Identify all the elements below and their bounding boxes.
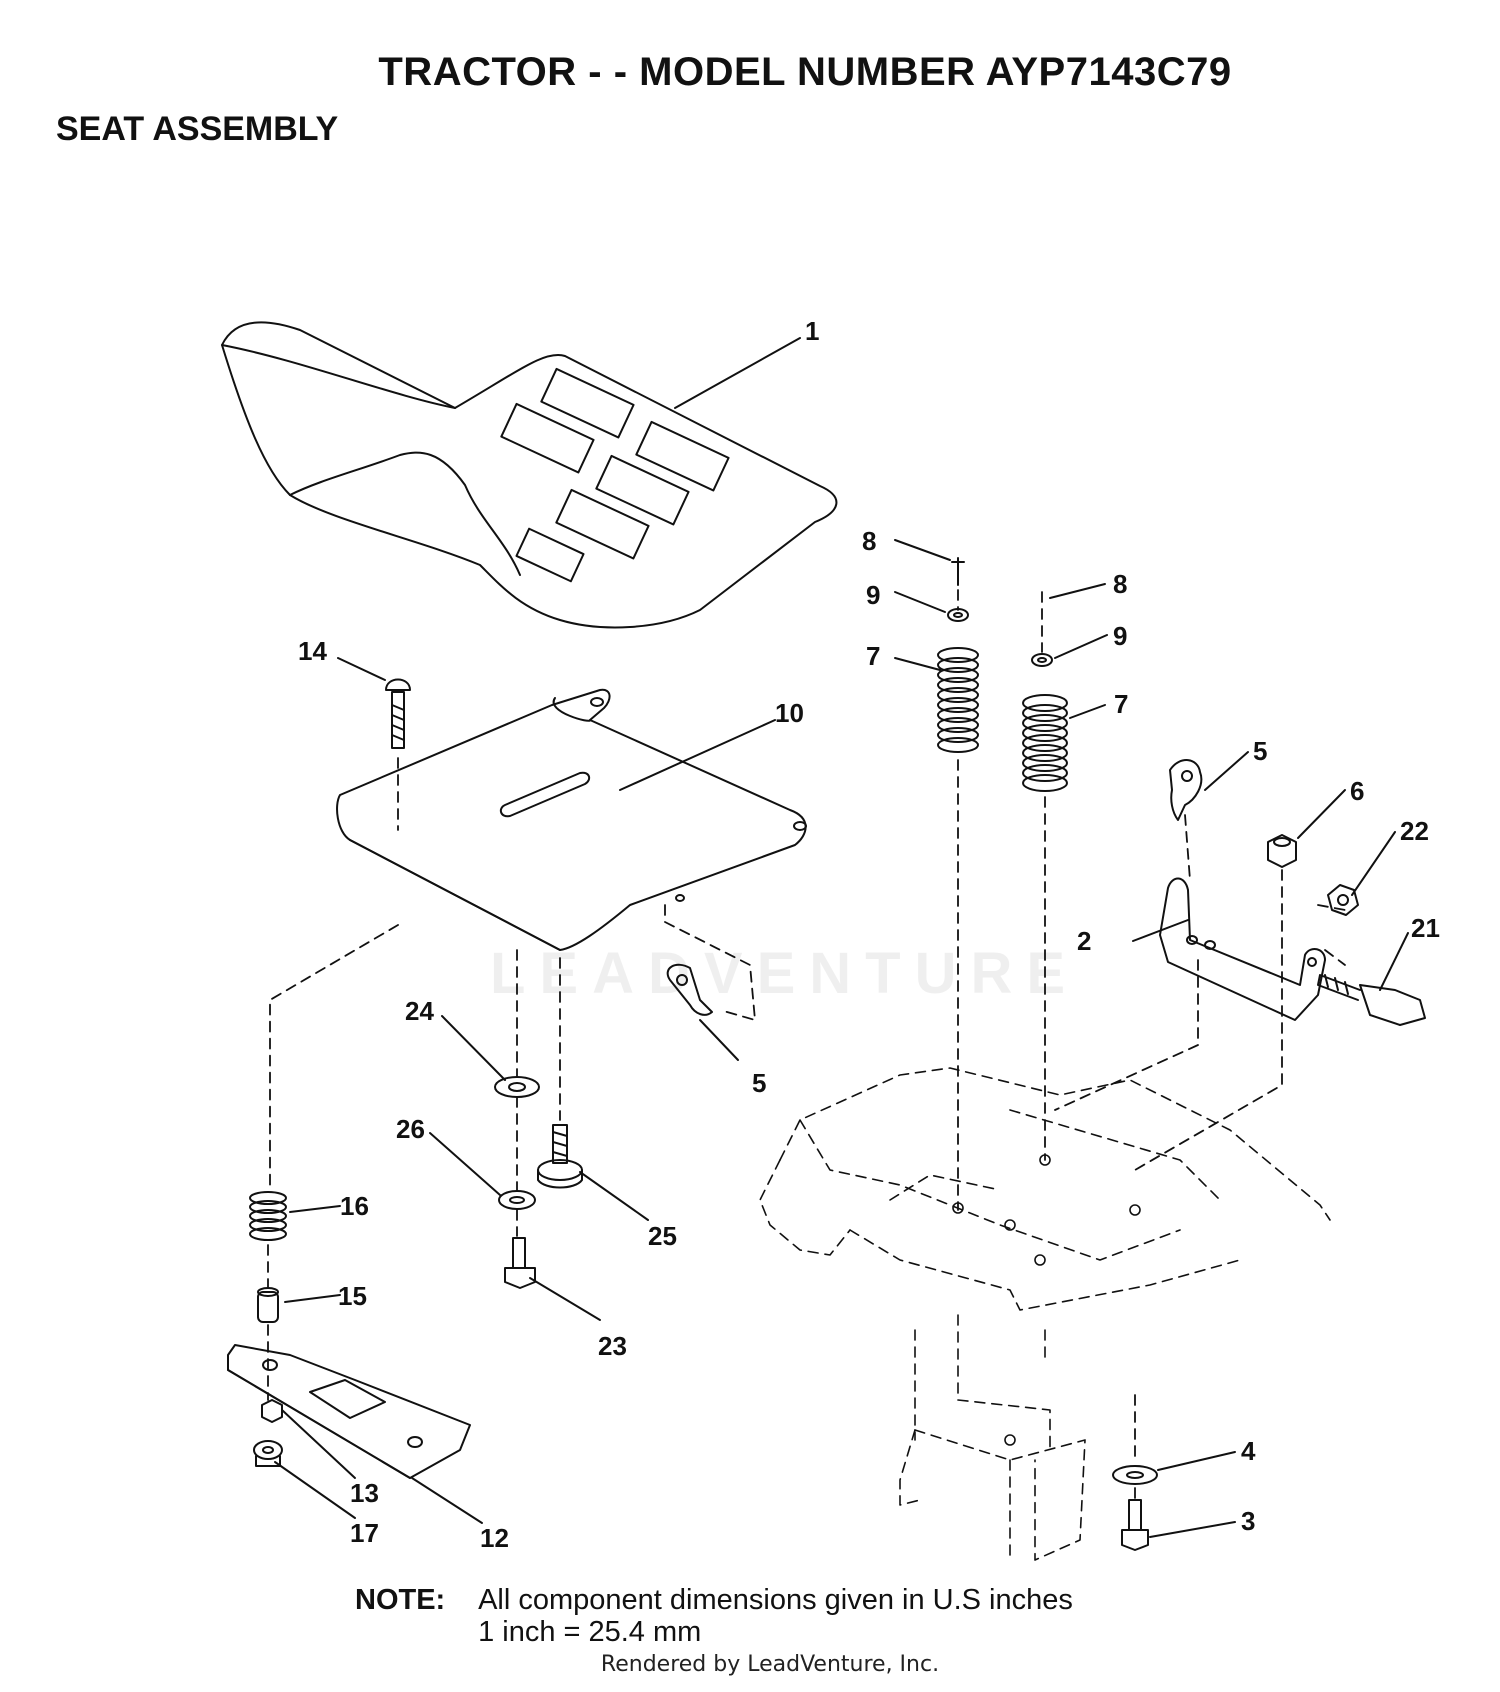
note-line-2: 1 inch = 25.4 mm [478, 1616, 702, 1648]
springs-part [937, 557, 1068, 792]
callout-13: 13 [350, 1478, 379, 1508]
tractor-frame-outline [759, 1067, 1331, 1561]
render-credit: Rendered by LeadVenture, Inc. [600, 1652, 940, 1677]
seat-pan-part [336, 688, 807, 951]
callout-5a: 5 [1253, 736, 1267, 766]
callout-12: 12 [480, 1523, 509, 1553]
note-label: NOTE: [355, 1584, 446, 1616]
carriage-bolt-part [385, 678, 411, 749]
callout-17: 17 [350, 1518, 379, 1548]
callout-8b: 8 [1113, 569, 1127, 599]
callout-24: 24 [405, 996, 434, 1026]
leader-lines [274, 337, 1409, 1538]
dimension-note: NOTE: All component dimensions given in … [355, 1584, 1073, 1648]
callout-2: 2 [1077, 926, 1091, 956]
callout-22: 22 [1400, 816, 1429, 846]
callout-14: 14 [298, 636, 327, 666]
section-subtitle: SEAT ASSEMBLY [56, 110, 339, 148]
spring-clip-part [666, 759, 1203, 1016]
callout-25: 25 [648, 1221, 677, 1251]
callout-5b: 5 [752, 1068, 766, 1098]
hex-bolt-part [1317, 974, 1426, 1026]
fasteners-part [494, 1076, 583, 1289]
assembly-lines [267, 589, 1346, 1501]
callout-10: 10 [775, 698, 804, 728]
callout-8a: 8 [862, 526, 876, 556]
note-line-1: All component dimensions given in U.S in… [478, 1584, 1073, 1616]
seat-bracket-part [1159, 877, 1326, 1021]
callout-1: 1 [805, 316, 819, 346]
callout-15: 15 [338, 1281, 367, 1311]
callout-9b: 9 [1113, 621, 1127, 651]
callout-4: 4 [1241, 1436, 1256, 1466]
watermark-text: LEADVENTURE [490, 941, 1080, 1006]
callout-6: 6 [1350, 776, 1364, 806]
callout-7a: 7 [866, 641, 880, 671]
lower-plate-part [227, 1191, 471, 1479]
callout-26: 26 [396, 1114, 425, 1144]
callout-3: 3 [1241, 1506, 1255, 1536]
callout-7b: 7 [1114, 689, 1128, 719]
callout-16: 16 [340, 1191, 369, 1221]
callout-9a: 9 [866, 580, 880, 610]
seat-part [221, 321, 838, 629]
callout-23: 23 [598, 1331, 627, 1361]
nuts-part [1267, 834, 1359, 916]
page-title: TRACTOR - - MODEL NUMBER AYP7143C79 [378, 50, 1232, 94]
base-fasteners-part [1112, 1465, 1158, 1551]
callout-21: 21 [1411, 913, 1440, 943]
